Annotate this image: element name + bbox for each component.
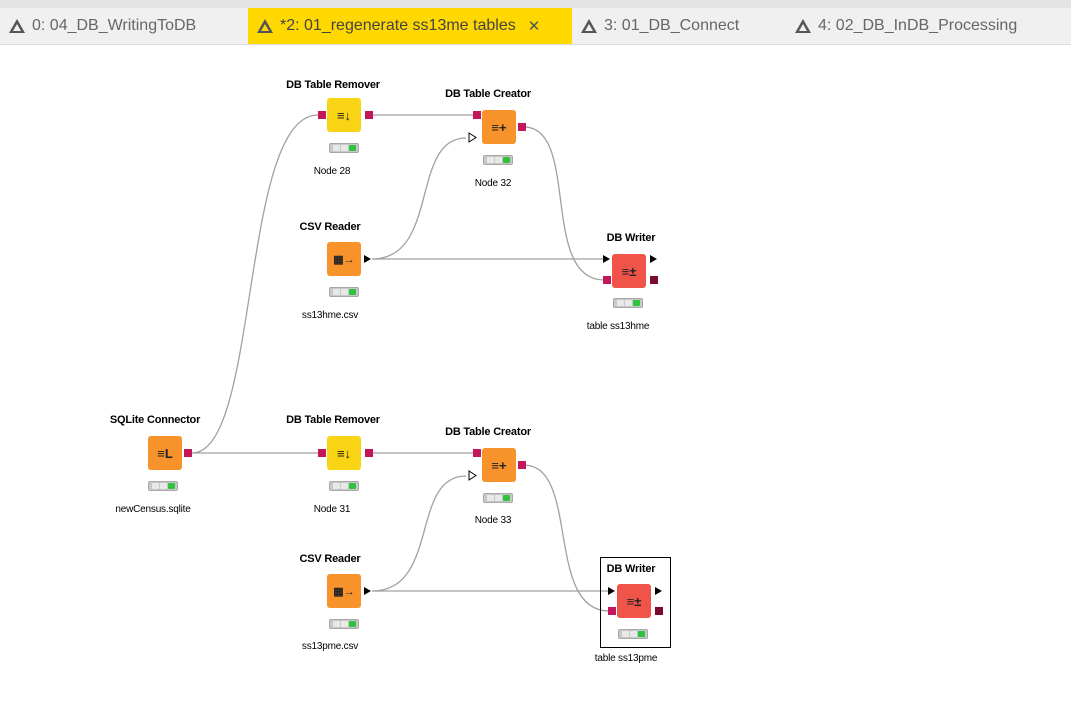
- node-title: DB Table Remover: [286, 79, 380, 91]
- node-status-indicator: [329, 481, 359, 491]
- node-name[interactable]: table ss13hme: [586, 321, 650, 332]
- tab-label: 3: 01_DB_Connect: [604, 17, 740, 34]
- node-name[interactable]: Node 33: [474, 515, 512, 526]
- db-out-port: [655, 607, 663, 615]
- workflow-warning-icon: [257, 19, 273, 33]
- db-remover-icon: ≡↓: [336, 445, 352, 461]
- node-status-indicator: [148, 481, 178, 491]
- connection-wires: [184, 111, 663, 615]
- db-table-remover-node[interactable]: ≡↓: [327, 436, 361, 470]
- db-out-port: [365, 111, 373, 119]
- db-writer-node[interactable]: ≡±: [612, 254, 646, 288]
- node-status-indicator: [483, 493, 513, 503]
- node-selection-box: [600, 557, 671, 648]
- workflow-canvas[interactable]: DB Table Remover ≡↓ Node 28 DB Table Cre…: [0, 45, 1071, 712]
- node-name[interactable]: ss13hme.csv: [301, 310, 359, 321]
- csv-reader-icon: ▦→: [333, 253, 355, 266]
- node-title: DB Writer: [606, 232, 656, 244]
- sqlite-connector-icon: ≡L: [157, 445, 173, 461]
- db-in-port: [473, 449, 481, 457]
- db-creator-icon: ≡+: [491, 119, 507, 135]
- csv-reader-node[interactable]: ▦→: [327, 574, 361, 608]
- db-out-port: [184, 449, 192, 457]
- node-name[interactable]: Node 31: [313, 504, 351, 515]
- node-name[interactable]: ss13pme.csv: [301, 641, 359, 652]
- workflow-warning-icon: [581, 19, 597, 33]
- db-out-port: [365, 449, 373, 457]
- db-in-port: [603, 276, 611, 284]
- db-in-port: [318, 449, 326, 457]
- node-title: CSV Reader: [299, 553, 361, 565]
- node-title: DB Table Remover: [286, 414, 380, 426]
- tab-04-db-writing-to-db[interactable]: 0: 04_DB_WritingToDB: [8, 8, 196, 44]
- table-out-port: [364, 255, 371, 263]
- db-in-port: [473, 111, 481, 119]
- db-writer-icon: ≡±: [626, 593, 642, 609]
- tab-02-db-indb-processing[interactable]: 4: 02_DB_InDB_Processing: [794, 8, 1017, 44]
- db-writer-node[interactable]: ≡±: [617, 584, 651, 618]
- csv-reader-node[interactable]: ▦→: [327, 242, 361, 276]
- tab-label: *2: 01_regenerate ss13me tables: [280, 17, 516, 34]
- connection-wire: [371, 137, 467, 260]
- connection-wire: [523, 126, 605, 281]
- sqlite-connector-node[interactable]: ≡L: [148, 436, 182, 470]
- node-name[interactable]: Node 32: [474, 178, 512, 189]
- node-title: DB Writer: [606, 563, 656, 575]
- tab-01-db-connect[interactable]: 3: 01_DB_Connect: [580, 8, 739, 44]
- node-name[interactable]: table ss13pme: [594, 653, 658, 664]
- table-out-port: [364, 587, 371, 595]
- db-out-port: [518, 461, 526, 469]
- table-out-port: [650, 255, 657, 263]
- table-in-port: [468, 470, 477, 481]
- csv-reader-icon: ▦→: [333, 585, 355, 598]
- tab-label: 4: 02_DB_InDB_Processing: [818, 17, 1018, 34]
- db-remover-icon: ≡↓: [336, 107, 352, 123]
- node-status-indicator: [613, 298, 643, 308]
- node-status-indicator: [618, 629, 648, 639]
- table-in-port: [603, 255, 610, 263]
- node-name[interactable]: Node 28: [313, 166, 351, 177]
- table-in-port: [468, 132, 477, 143]
- close-tab-icon[interactable]: ✕: [527, 18, 541, 35]
- node-status-indicator: [483, 155, 513, 165]
- db-table-remover-node[interactable]: ≡↓: [327, 98, 361, 132]
- node-status-indicator: [329, 287, 359, 297]
- db-in-port: [318, 111, 326, 119]
- connection-wire: [523, 464, 610, 612]
- db-in-port: [608, 607, 616, 615]
- table-out-port: [655, 587, 662, 595]
- node-name[interactable]: newCensus.sqlite: [115, 504, 191, 515]
- db-writer-icon: ≡±: [621, 263, 637, 279]
- connection-wire: [191, 114, 319, 454]
- workflow-warning-icon: [9, 19, 25, 33]
- window-top-strip: [0, 0, 1071, 8]
- db-out-port: [518, 123, 526, 131]
- node-title: SQLite Connector: [109, 414, 201, 426]
- db-creator-icon: ≡+: [491, 457, 507, 473]
- db-out-port: [650, 276, 658, 284]
- db-table-creator-node[interactable]: ≡+: [482, 110, 516, 144]
- node-status-indicator: [329, 143, 359, 153]
- tab-01-regenerate-ss13me-tables[interactable]: *2: 01_regenerate ss13me tables ✕: [248, 8, 572, 44]
- node-title: DB Table Creator: [445, 88, 531, 100]
- node-title: DB Table Creator: [445, 426, 531, 438]
- node-status-indicator: [329, 619, 359, 629]
- tab-label: 0: 04_DB_WritingToDB: [32, 17, 197, 34]
- node-title: CSV Reader: [299, 221, 361, 233]
- connection-wire: [371, 475, 467, 592]
- workflow-tab-bar: 0: 04_DB_WritingToDB *2: 01_regenerate s…: [0, 8, 1071, 45]
- table-in-port: [608, 587, 615, 595]
- db-table-creator-node[interactable]: ≡+: [482, 448, 516, 482]
- workflow-warning-icon: [795, 19, 811, 33]
